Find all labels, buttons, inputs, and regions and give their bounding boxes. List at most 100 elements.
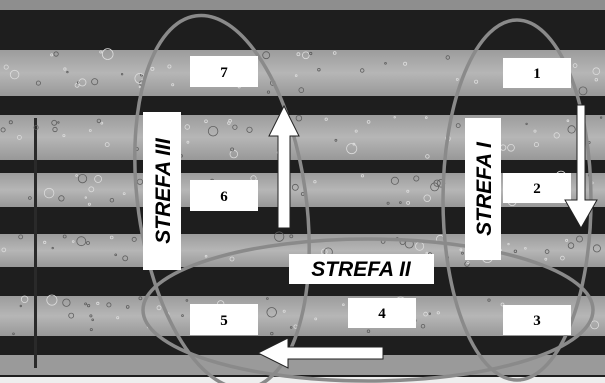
bubble [229,256,235,262]
point-label-2: 2 [533,181,541,197]
point-box-3: 3 [503,305,571,335]
band [0,355,605,375]
bubble [76,236,87,247]
bubble [8,120,13,125]
bubble [592,244,601,253]
bubble [181,314,184,317]
bubble [99,50,103,54]
bubble [413,175,420,182]
bubble [513,249,518,253]
bubble [578,86,588,96]
bubble [507,242,510,246]
bubble [116,316,120,320]
bubble [544,257,548,261]
bubble [66,70,69,74]
bubble [313,180,317,184]
bubble [89,314,93,318]
vertical-rod [34,118,37,368]
bubble [572,63,578,68]
bubble [138,296,143,301]
bubble [294,74,298,77]
bubble [28,196,32,200]
bubble [352,142,356,146]
bubble [576,235,583,243]
flow-arrow-left [256,337,384,369]
bubble [366,329,371,333]
bubble [57,121,60,124]
bubble [291,183,299,191]
bubble [75,174,78,177]
bubble [334,138,338,142]
bubble [599,116,603,119]
bubble [425,154,430,159]
point-label-1: 1 [533,66,541,82]
bubble [342,303,345,307]
bubble [266,307,277,318]
bubble [346,143,358,155]
bubble [78,78,87,87]
bubble [184,124,190,130]
bubble [445,55,450,60]
bubble [51,119,58,126]
bubble [120,72,124,76]
bubble [46,294,58,306]
bubble [63,67,67,71]
bubble [424,116,428,119]
point-box-2: 2 [503,173,571,203]
bubble [309,51,313,56]
point-box-5: 5 [190,304,258,335]
bubble [399,201,402,204]
bubble [94,175,102,183]
band [0,0,605,10]
bubble [266,90,271,94]
bubble [324,117,328,121]
bubble [296,52,301,57]
bubble [232,124,238,130]
bubble [301,51,310,60]
bubble [53,51,59,57]
bubble [171,83,175,87]
bubble [43,187,55,199]
bubble [0,127,6,133]
band [0,115,605,160]
bubble [246,126,253,133]
bubble [122,192,126,196]
bubble [567,125,576,134]
bubble [354,129,358,133]
bubble [16,134,22,140]
bubble [567,242,575,249]
bubble [71,240,75,243]
zone-label-strefa-2: STREFA II [289,254,434,284]
bubble [314,317,318,321]
flow-arrow-up [268,104,300,229]
bubble [360,68,365,73]
bubble [406,200,411,205]
bubble [51,246,54,250]
bubble [474,79,479,84]
bubble [101,48,114,60]
bubble [459,248,463,252]
bubble [3,64,9,70]
bubble [77,174,88,184]
zone-label-text: STREFA I [473,141,496,236]
bubble [9,69,20,80]
bubble [89,328,93,332]
bubble [167,64,172,69]
bubble [185,299,189,302]
bubble [298,87,305,93]
bubble [289,326,293,329]
bubble [12,332,15,336]
bubble [270,331,274,336]
bubble [566,119,570,122]
bubble [525,122,528,126]
bubble [393,116,396,119]
bubble [428,312,432,315]
bubble [420,324,426,329]
zone-label-strefa-3: STREFA III [143,112,181,270]
bubble [594,77,598,82]
bubble [487,298,491,302]
bubble [229,149,238,159]
zone-label-text: STREFA III [152,137,175,244]
bubble [386,201,390,205]
